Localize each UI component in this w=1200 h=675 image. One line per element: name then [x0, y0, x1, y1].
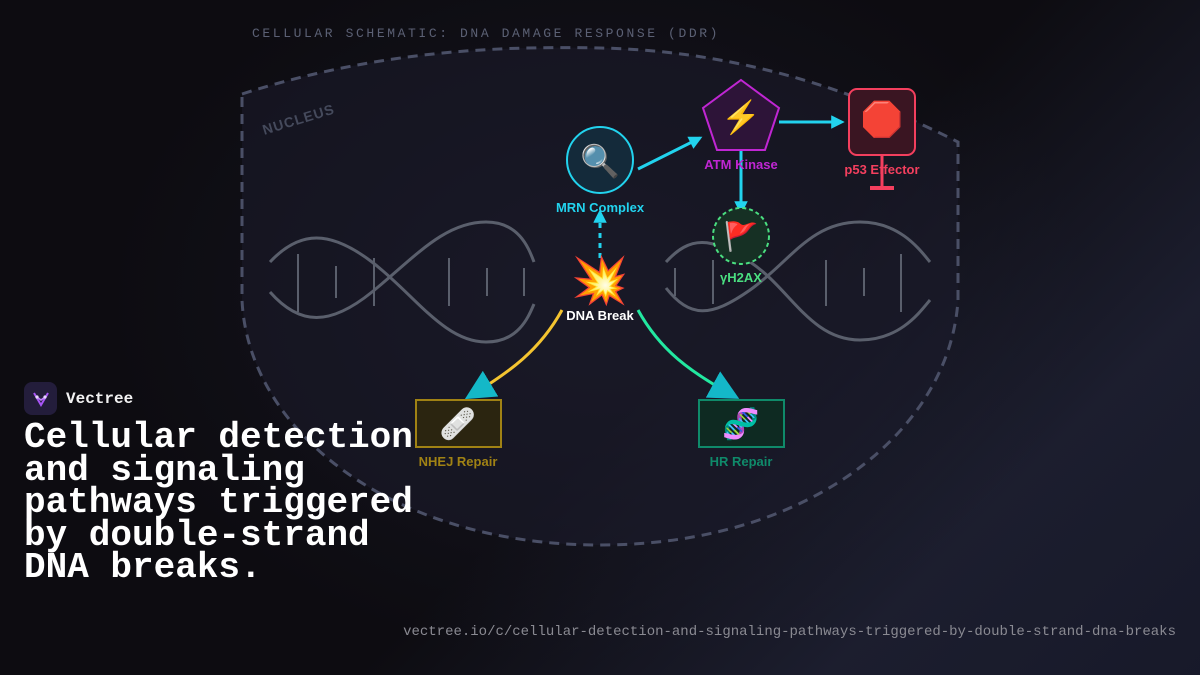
node-nhej-repair: 🩹 NHEJ Repair — [415, 399, 502, 469]
bandage-icon: 🩹 — [439, 405, 476, 442]
node-p53-effector: 🛑 p53 Effector — [844, 88, 920, 177]
vectree-logo-icon — [24, 382, 57, 415]
node-hr-repair: 🧬 HR Repair — [698, 399, 785, 469]
magnifying-glass-icon: 🔍 — [580, 141, 620, 179]
p53-label: p53 Effector — [844, 162, 919, 177]
mrn-label: MRN Complex — [556, 200, 645, 215]
node-gamma-h2ax: 🚩 γH2AX — [712, 207, 770, 285]
edge-break-to-hr — [636, 309, 740, 399]
dna-icon: 🧬 — [722, 405, 759, 442]
node-mrn-complex: 🔍 MRN Complex — [556, 126, 645, 215]
dna-helix-left — [268, 220, 536, 344]
lightning-bolt-icon: ⚡ — [721, 99, 761, 136]
stop-sign-icon: 🛑 — [861, 100, 903, 139]
brand-name: Vectree — [66, 389, 134, 408]
source-url[interactable]: vectree.io/c/cellular-detection-and-sign… — [403, 624, 1176, 640]
dna-break-label: DNA Break — [566, 308, 634, 323]
dna-helix-right — [664, 220, 932, 342]
schematic-title: CELLULAR SCHEMATIC: DNA DAMAGE RESPONSE … — [252, 26, 721, 41]
h2ax-label: γH2AX — [720, 270, 762, 285]
headline: Cellular detection and signaling pathway… — [24, 417, 413, 589]
node-atm-kinase: ⚡ ATM Kinase — [701, 78, 781, 172]
explosion-icon: 💥 — [571, 254, 628, 308]
flag-icon: 🚩 — [724, 220, 759, 253]
node-dna-break: 💥 DNA Break — [566, 254, 634, 323]
hr-label: HR Repair — [710, 454, 773, 469]
edge-mrn-to-atm — [637, 136, 703, 171]
brand: Vectree — [24, 382, 133, 415]
nhej-label: NHEJ Repair — [419, 454, 498, 469]
atm-label: ATM Kinase — [704, 157, 777, 172]
edge-break-to-nhej — [464, 309, 564, 400]
